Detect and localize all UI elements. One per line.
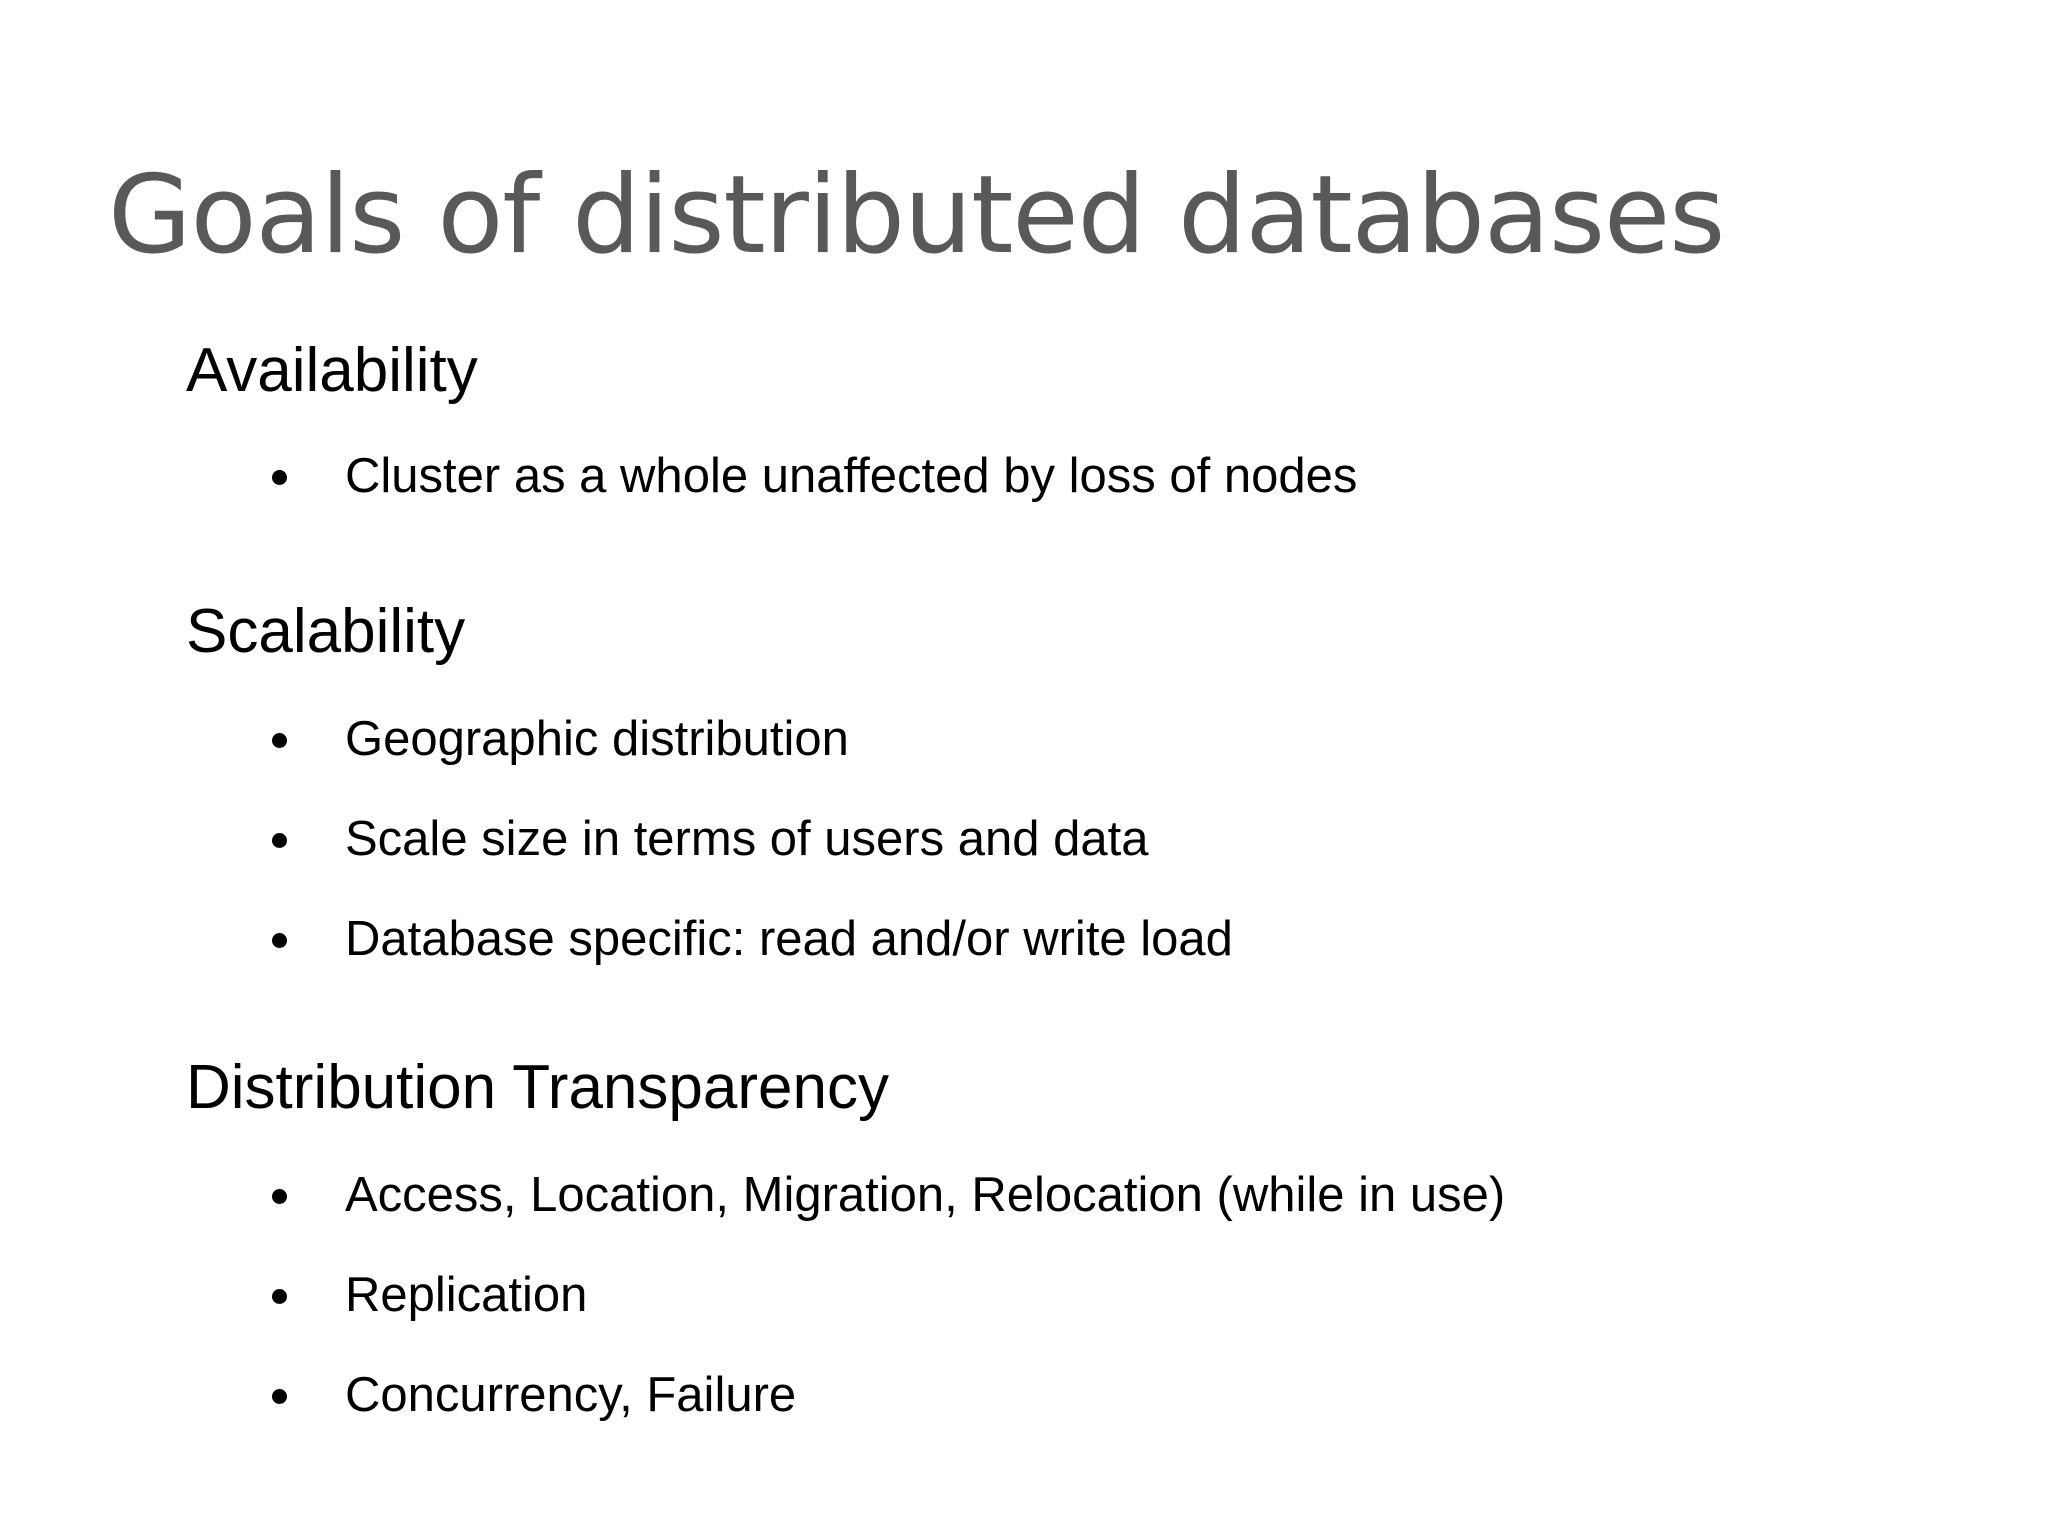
content-group-scalability: Scalability Geographic distribution Scal… <box>0 601 2048 964</box>
list-item: Scale size in terms of users and data <box>0 815 2048 864</box>
slide-body: Availability Cluster as a whole unaffect… <box>0 340 2048 1420</box>
group-heading-distribution-transparency: Distribution Transparency <box>186 1053 889 1122</box>
list-item: Concurrency, Failure <box>0 1371 2048 1420</box>
bullet-list-distribution-transparency: Access, Location, Migration, Relocation … <box>0 1171 2048 1420</box>
bullet-list-availability: Cluster as a whole unaffected by loss of… <box>0 452 2048 501</box>
list-item-label: Geographic distribution <box>345 712 849 766</box>
list-item-label: Replication <box>345 1268 588 1322</box>
bullet-dot-icon <box>272 732 287 748</box>
list-item: Access, Location, Migration, Relocation … <box>0 1171 2048 1220</box>
bullet-list-scalability: Geographic distribution Scale size in te… <box>0 715 2048 964</box>
list-item: Cluster as a whole unaffected by loss of… <box>0 452 2048 501</box>
content-group-distribution-transparency: Distribution Transparency Access, Locati… <box>0 1057 2048 1420</box>
bullet-dot-icon <box>272 1288 287 1304</box>
list-item: Replication <box>0 1271 2048 1320</box>
list-item-label: Database specific: read and/or write loa… <box>345 912 1233 966</box>
list-item: Geographic distribution <box>0 715 2048 764</box>
bullet-dot-icon <box>272 1188 287 1204</box>
group-heading-scalability: Scalability <box>186 597 466 666</box>
bullet-dot-icon <box>272 932 287 948</box>
bullet-dot-icon <box>272 469 287 485</box>
bullet-dot-icon <box>272 832 287 848</box>
group-heading-availability: Availability <box>186 336 478 405</box>
list-item-label: Cluster as a whole unaffected by loss of… <box>345 449 1358 503</box>
page-title: Goals of distributed databases <box>108 153 1725 279</box>
list-item-label: Scale size in terms of users and data <box>345 812 1149 866</box>
list-item-label: Access, Location, Migration, Relocation … <box>345 1168 1506 1222</box>
content-group-availability: Availability Cluster as a whole unaffect… <box>0 340 2048 501</box>
list-item: Database specific: read and/or write loa… <box>0 915 2048 964</box>
bullet-dot-icon <box>272 1388 287 1404</box>
list-item-label: Concurrency, Failure <box>345 1368 797 1422</box>
